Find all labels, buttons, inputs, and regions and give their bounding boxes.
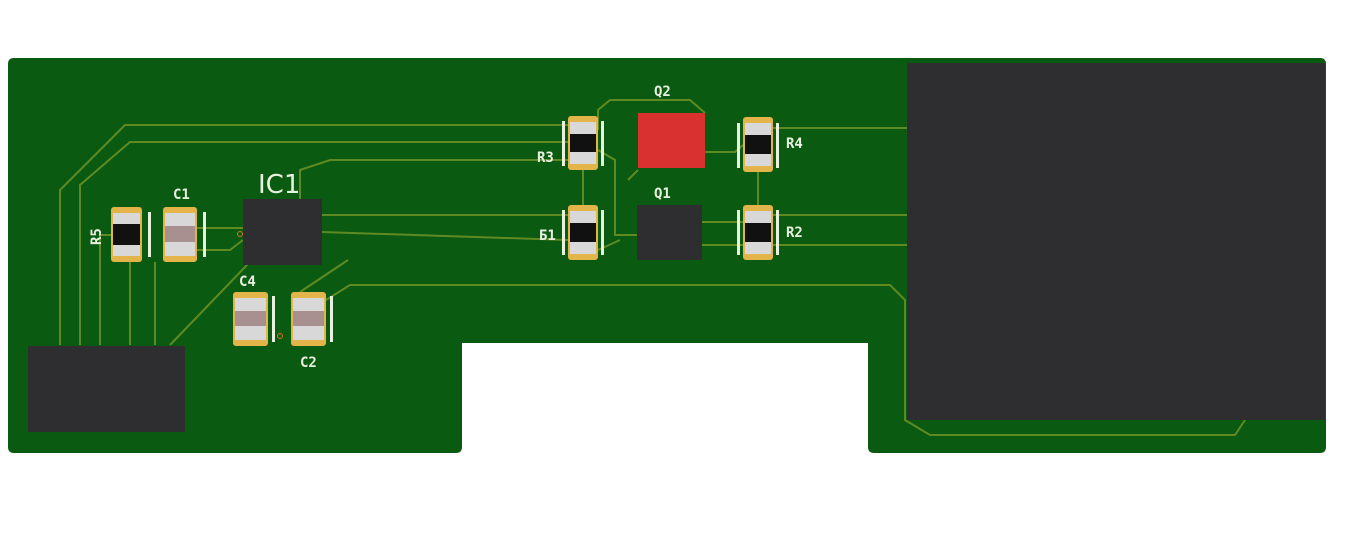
ic1-pin1-marker [237,231,243,237]
traces [59,99,1246,436]
c2-polarity-marker [277,333,283,339]
r5-resistor [111,207,151,262]
r3-label: R3 [537,150,554,166]
c4-capacitor [233,292,275,346]
q1-transistor [637,205,702,260]
large-pad-right [907,63,1325,420]
r1-label: Б1 [539,228,556,244]
r4-label: R4 [786,136,803,152]
ic1-label: IC1 [258,170,300,200]
q2-transistor [638,113,705,168]
c1-label: C1 [173,187,190,203]
connector-pad-left [28,346,185,432]
r5-label: R5 [89,228,105,245]
q1-label: Q1 [654,186,671,202]
c4-label: C4 [239,274,256,290]
q2-label: Q2 [654,84,671,100]
ic1-chip [243,199,322,265]
r4-resistor [737,117,779,172]
c1-capacitor [163,207,206,262]
r2-label: R2 [786,225,803,241]
c2-label: C2 [300,355,317,371]
c2-capacitor [291,292,333,346]
r2-resistor [737,205,779,260]
r1-resistor [562,205,604,260]
r3-resistor [562,116,604,170]
